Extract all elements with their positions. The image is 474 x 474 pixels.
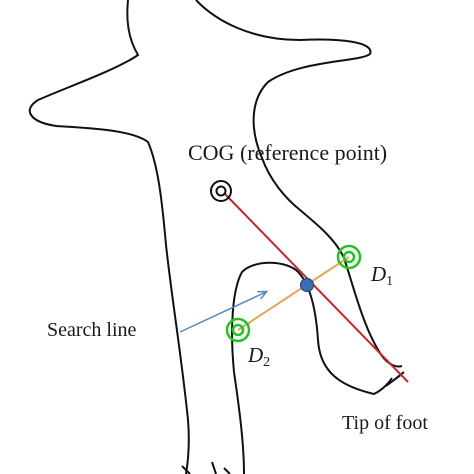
bottom-cut-mark xyxy=(181,465,191,474)
cog-label: COG (reference point) xyxy=(188,140,388,165)
torso-right-outline xyxy=(195,0,403,368)
d2-label: D2 xyxy=(248,345,270,370)
bottom-cut-mark xyxy=(211,461,217,474)
inner-leg-outline xyxy=(231,261,393,474)
reference-line xyxy=(223,192,409,383)
cog-marker-inner xyxy=(215,185,227,197)
d1-label: D1 xyxy=(371,264,393,289)
cog-marker-outer xyxy=(210,180,232,202)
d1-marker-inner xyxy=(342,250,356,264)
search-line-label: Search line xyxy=(47,319,137,341)
d1-letter: D xyxy=(371,262,387,286)
d1-marker-outer xyxy=(336,244,362,270)
search-line-arrow xyxy=(179,292,266,333)
body-outline xyxy=(28,0,190,474)
d2-marker-outer xyxy=(225,317,251,343)
d2-marker-inner xyxy=(231,323,245,337)
foot-tip-mark xyxy=(393,371,405,381)
intersection-point xyxy=(300,278,314,292)
d1-subscript: 1 xyxy=(386,274,394,289)
bottom-cut-mark xyxy=(223,467,231,474)
search-segment xyxy=(237,256,350,331)
d2-subscript: 2 xyxy=(263,355,271,370)
tip-of-foot-label: Tip of foot xyxy=(342,412,428,434)
d2-letter: D xyxy=(248,343,264,367)
